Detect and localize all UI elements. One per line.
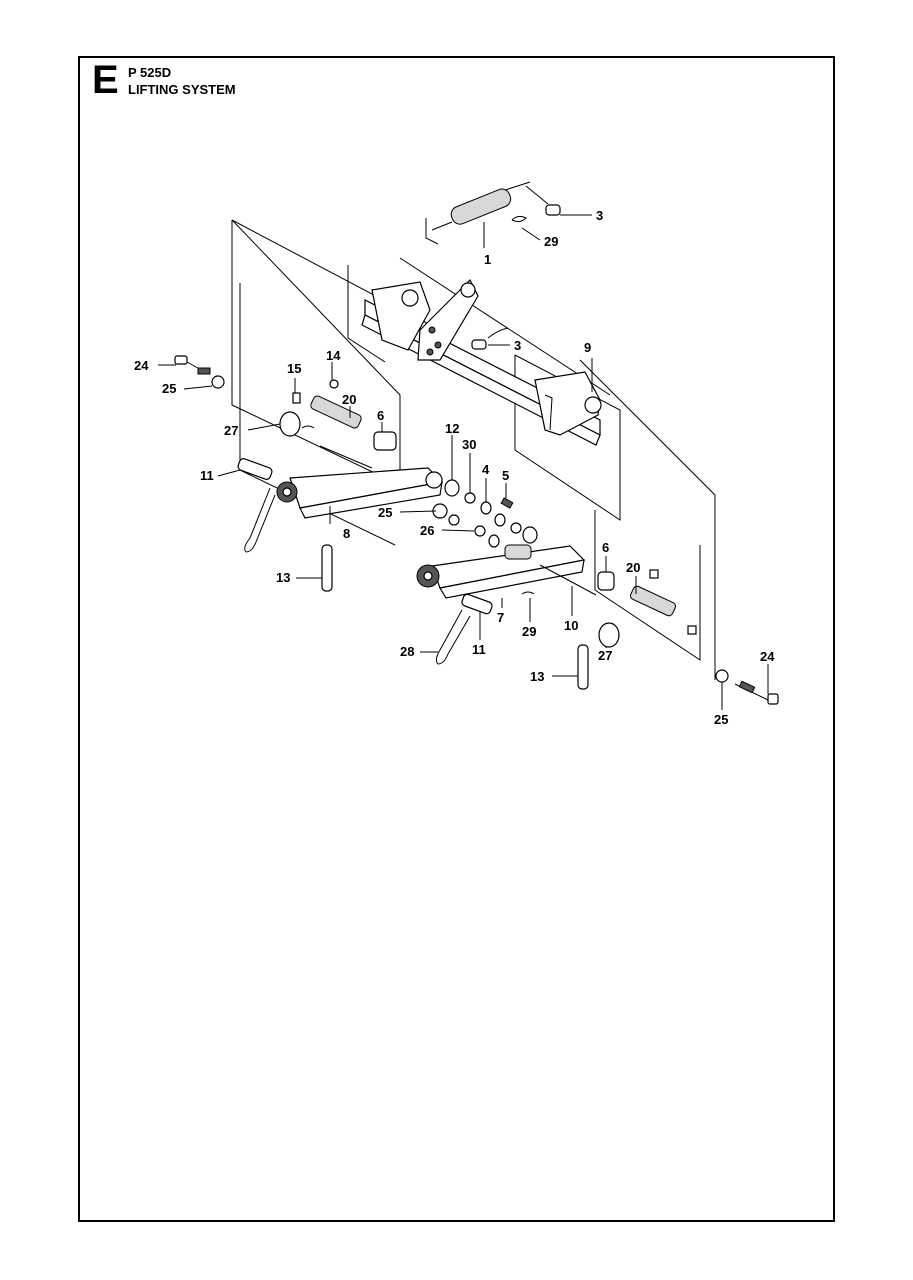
callout-10: 10 <box>564 618 578 633</box>
callout-24-left: 24 <box>134 358 149 373</box>
callout-20-left: 20 <box>342 392 356 407</box>
page-frame <box>78 56 835 1222</box>
callout-12: 12 <box>445 421 459 436</box>
callout-5: 5 <box>502 468 509 483</box>
callout-25-right: 25 <box>714 712 728 727</box>
callout-8: 8 <box>343 526 350 541</box>
callout-7: 7 <box>497 610 504 625</box>
callout-3-top: 3 <box>596 208 603 223</box>
callout-11-left: 11 <box>200 468 214 483</box>
section-title: LIFTING SYSTEM <box>128 82 236 97</box>
callout-6-right: 6 <box>602 540 609 555</box>
callout-26: 26 <box>420 523 434 538</box>
callout-29-bottom: 29 <box>522 624 536 639</box>
callout-20-right: 20 <box>626 560 640 575</box>
leader-lines <box>158 214 769 710</box>
callout-27-left: 27 <box>224 423 238 438</box>
callout-27-right: 27 <box>598 648 612 663</box>
callout-labels: 3 29 1 3 9 24 25 15 14 20 6 27 11 8 25 1… <box>134 208 775 727</box>
right-lift-arm-parts <box>416 544 779 705</box>
callout-13-left: 13 <box>276 570 290 585</box>
callout-4: 4 <box>482 462 490 477</box>
callout-9: 9 <box>584 340 591 355</box>
callout-1: 1 <box>484 252 491 267</box>
callout-25-left: 25 <box>162 381 176 396</box>
section-letter: E <box>92 58 119 102</box>
callout-3-mid: 3 <box>514 338 521 353</box>
callout-11-right: 11 <box>472 642 486 657</box>
callout-13-right: 13 <box>530 669 544 684</box>
left-lift-arm-parts <box>174 355 444 592</box>
lifting-cylinder <box>431 181 561 231</box>
callout-24-right: 24 <box>760 649 775 664</box>
callout-29-top: 29 <box>544 234 558 249</box>
callout-25-mid: 25 <box>378 505 392 520</box>
lift-frame <box>361 278 602 446</box>
callout-15: 15 <box>287 361 301 376</box>
callout-14: 14 <box>326 348 341 363</box>
callout-28: 28 <box>400 644 414 659</box>
center-hardware <box>432 479 538 548</box>
callout-30: 30 <box>462 437 476 452</box>
model-name: P 525D <box>128 65 172 80</box>
callout-6-left: 6 <box>377 408 384 423</box>
